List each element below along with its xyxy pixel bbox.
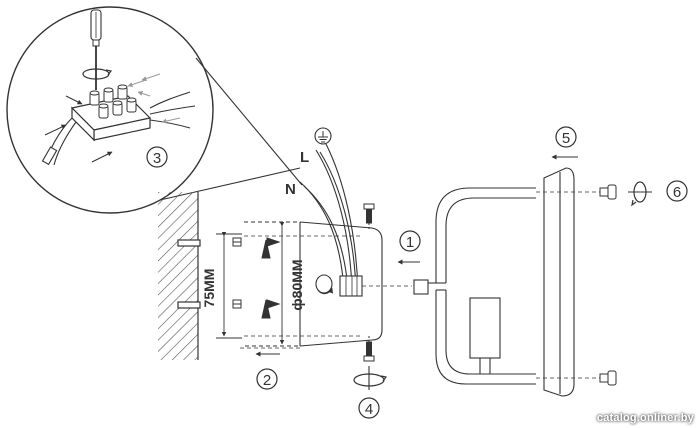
rotate-icon bbox=[82, 68, 113, 80]
mounting-plate bbox=[240, 221, 383, 349]
zoom-detail: 3 bbox=[6, 6, 303, 214]
watermark: catalog.onliner.by bbox=[596, 412, 694, 424]
svg-text:3: 3 bbox=[153, 150, 161, 167]
wall bbox=[158, 192, 199, 360]
svg-text:4: 4 bbox=[365, 401, 373, 418]
screw-icon bbox=[599, 184, 617, 386]
ground-symbol-icon bbox=[314, 127, 332, 145]
screwdriver-icon bbox=[90, 9, 102, 90]
step-6-badge: 6 bbox=[666, 180, 688, 202]
lamp-body bbox=[413, 167, 575, 397]
wire-label-n: N bbox=[285, 181, 296, 198]
rotate-icon bbox=[353, 366, 388, 390]
dim-80mm: ф80MM bbox=[279, 221, 305, 345]
wires bbox=[41, 91, 196, 166]
dim-75mm: 75MM bbox=[201, 231, 242, 339]
step-4-badge: 4 bbox=[358, 397, 380, 419]
rotate-icon bbox=[628, 181, 652, 207]
step-5-badge: 5 bbox=[555, 126, 577, 148]
supply-wires bbox=[299, 143, 359, 291]
terminal-block bbox=[70, 84, 152, 142]
svg-text:6: 6 bbox=[673, 184, 681, 201]
dim-label-75: 75MM bbox=[201, 269, 217, 308]
svg-text:1: 1 bbox=[406, 234, 414, 251]
dim-label-80: ф80MM bbox=[289, 259, 305, 310]
svg-text:5: 5 bbox=[562, 130, 570, 147]
plate-terminal bbox=[315, 274, 412, 297]
wire-label-l: L bbox=[300, 149, 309, 166]
step-2-badge: 2 bbox=[256, 368, 278, 390]
wall-anchor-icon bbox=[177, 239, 201, 309]
svg-text:2: 2 bbox=[263, 372, 271, 389]
screw-icon bbox=[363, 203, 375, 362]
arrow-icon bbox=[44, 73, 181, 163]
screw-icon bbox=[232, 237, 281, 319]
step-3-badge: 3 bbox=[146, 146, 168, 168]
step-1-badge: 1 bbox=[399, 230, 421, 252]
